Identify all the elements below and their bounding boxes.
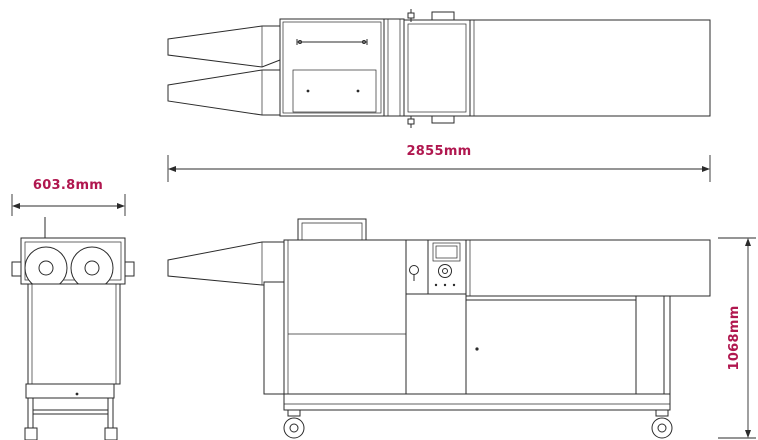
length-dimension: 2855mm [167, 144, 711, 182]
side-hopper [167, 241, 285, 286]
side-view [167, 218, 711, 439]
top-hopper-upper [167, 25, 281, 68]
top-conveyor [469, 19, 711, 117]
side-conveyor [465, 239, 711, 297]
top-view [167, 9, 711, 128]
width-dimension: 603.8mm [11, 178, 126, 216]
height-label: 1068mm [727, 305, 742, 370]
top-column [383, 18, 405, 117]
width-label: 603.8mm [33, 178, 103, 193]
end-roll-right [70, 246, 114, 290]
end-roll-left [24, 246, 68, 290]
top-main-body [279, 18, 385, 117]
top-hopper-lower [167, 69, 281, 116]
caster-right [651, 417, 673, 439]
side-lower-door [465, 299, 637, 405]
length-label: 2855mm [406, 144, 471, 159]
side-cabinet [283, 239, 407, 395]
end-view [11, 217, 135, 440]
caster-left [283, 417, 305, 439]
top-control-head [403, 19, 471, 117]
height-dimension: 1068mm [718, 237, 756, 439]
